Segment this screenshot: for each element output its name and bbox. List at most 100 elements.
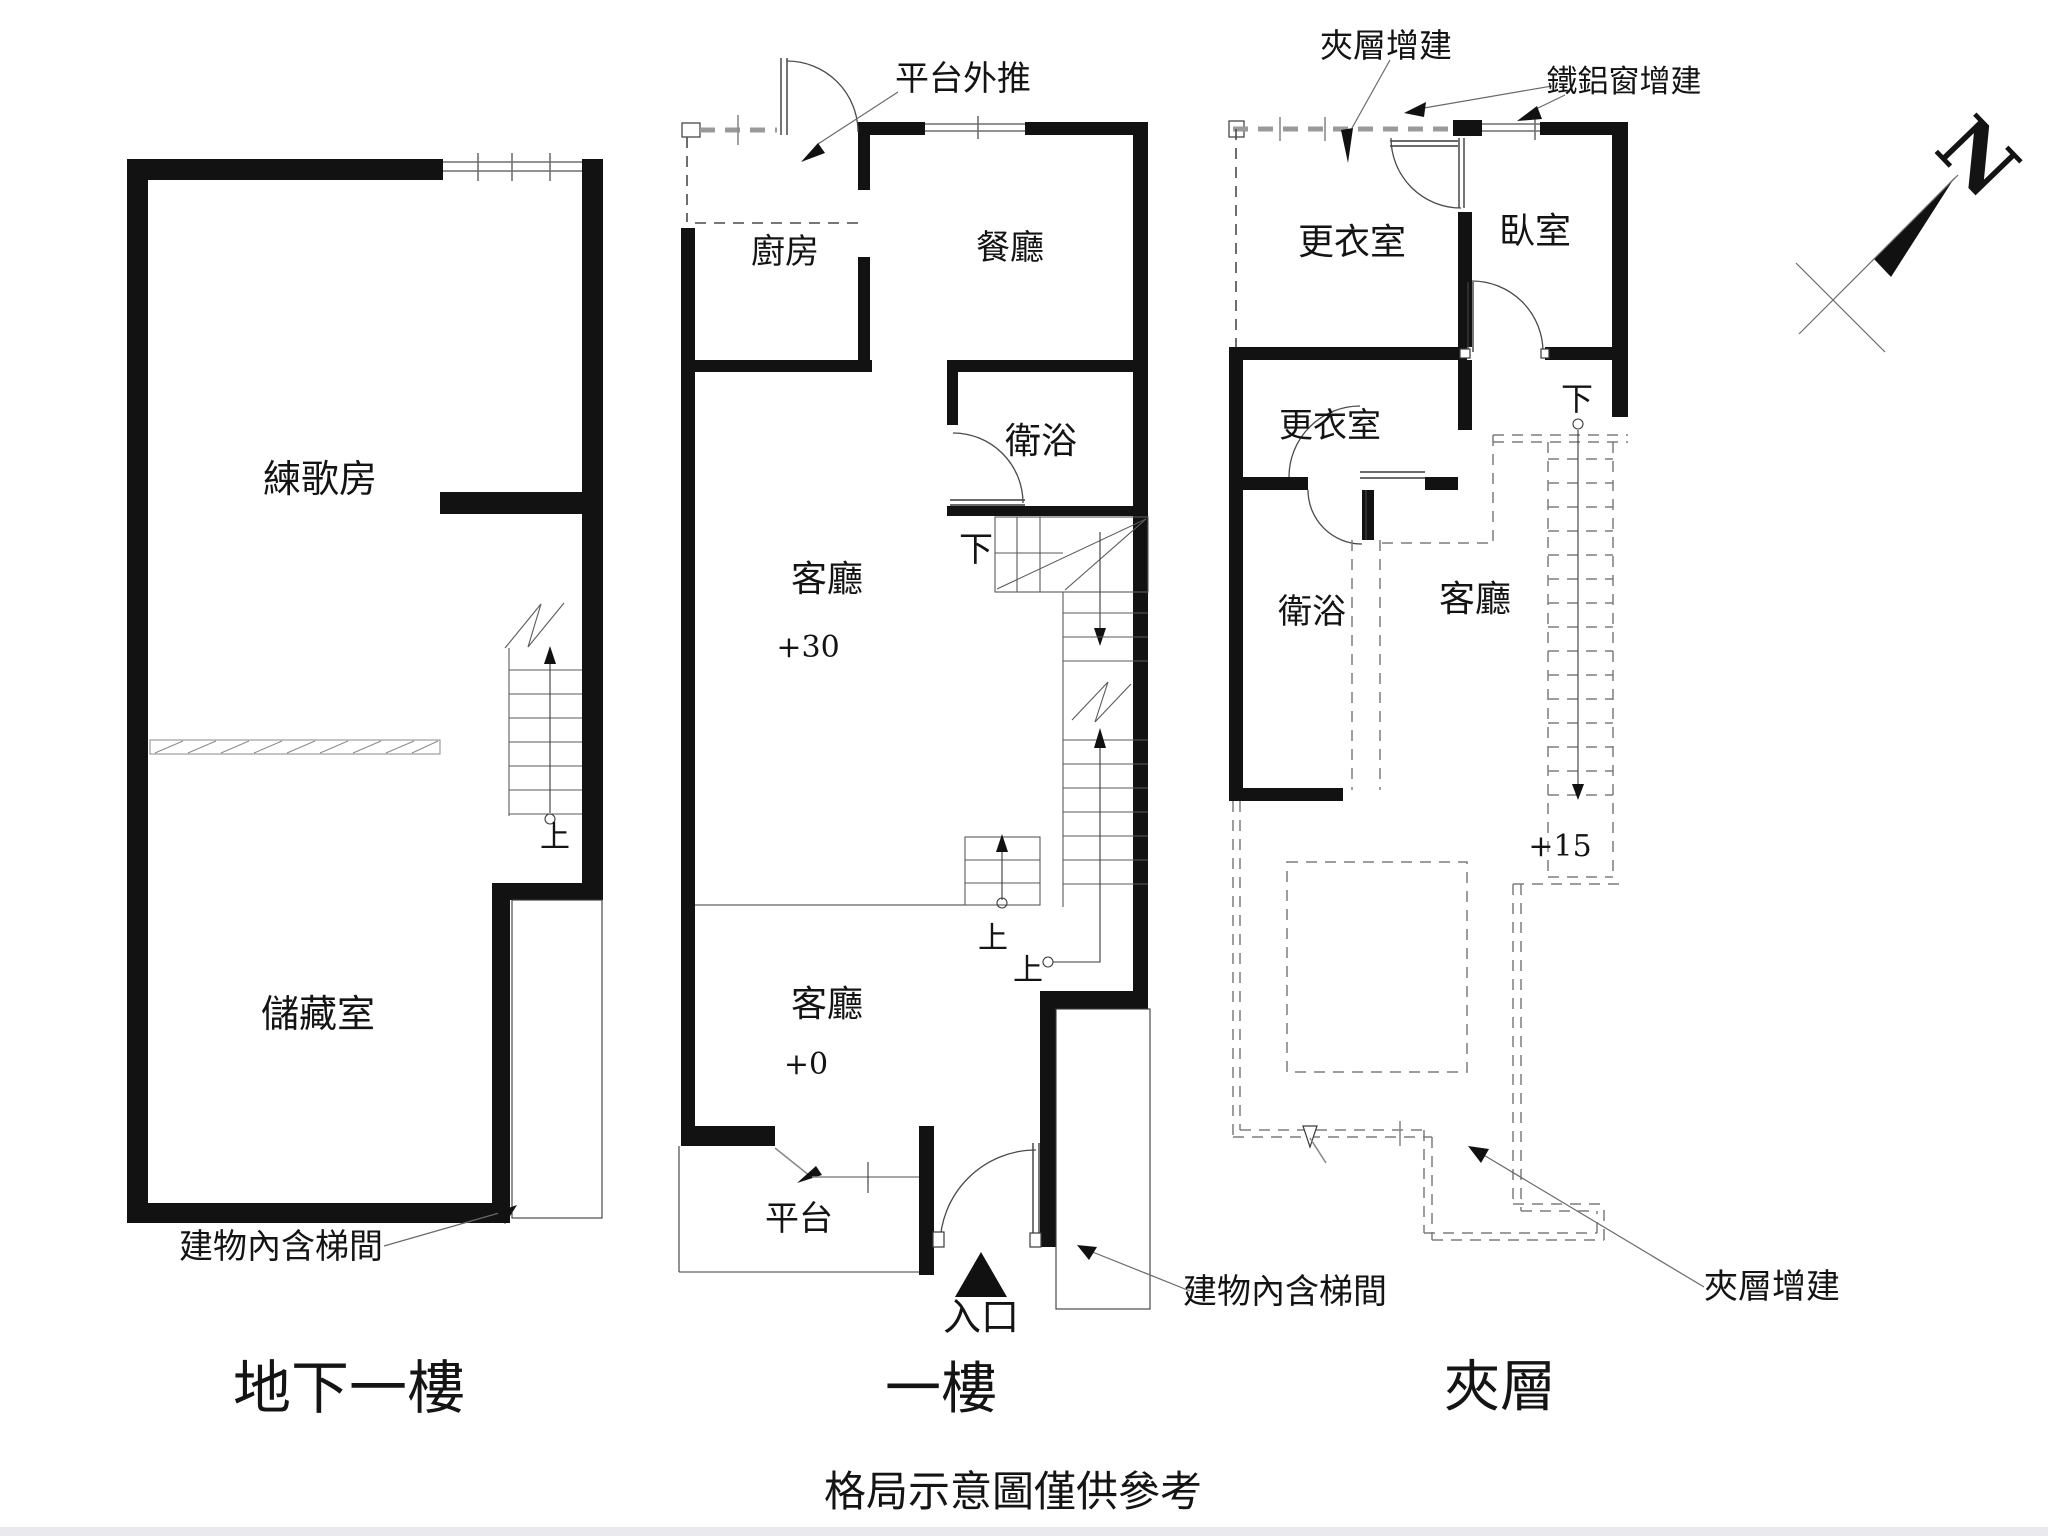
gate-arrow-icon <box>797 1166 822 1183</box>
leader-arrow-icon <box>1404 102 1426 117</box>
dressing-lower-door <box>1288 405 1425 479</box>
leader-arrow-icon <box>1468 1146 1489 1163</box>
room-label-living-lower: 客廳 <box>791 984 863 1025</box>
wall <box>127 159 148 1223</box>
annotation-label-windows: 鐵鋁窗增建 <box>1547 64 1702 100</box>
wall <box>681 360 872 372</box>
leader-arrow-icon <box>497 1205 517 1224</box>
wall <box>1545 347 1628 360</box>
gate-icon <box>1302 1125 1318 1149</box>
wall-divider <box>1458 212 1472 347</box>
stairs-down-dashed <box>1547 418 1614 878</box>
wall <box>127 1203 510 1223</box>
window <box>1482 116 1540 140</box>
annotation-stairwell <box>383 1205 517 1247</box>
page-bottom-strip <box>0 1527 2048 1536</box>
wall-bath <box>947 360 1148 372</box>
wall-divider <box>1458 360 1472 430</box>
wall <box>681 1126 775 1146</box>
wall <box>858 122 925 135</box>
room-label-platform: 平台 <box>765 1199 833 1239</box>
room-label-living-upper: 客廳 <box>791 559 863 600</box>
down-arrow-icon <box>1572 784 1584 800</box>
entry-platform <box>678 1146 919 1273</box>
wall <box>1612 122 1628 417</box>
void-opening-dashed <box>1286 861 1468 1073</box>
wall-kitchen-divider <box>858 129 870 190</box>
plan-title-basement: 地下一樓 <box>233 1354 465 1422</box>
up-arrow-icon <box>996 834 1008 852</box>
wall <box>1229 788 1343 801</box>
room-label-bath: 衛浴 <box>1005 421 1077 462</box>
wall <box>1229 347 1243 801</box>
up-arrow-icon <box>1094 728 1106 748</box>
wall <box>1540 122 1628 135</box>
room-label-dressing-lower: 更衣室 <box>1279 406 1381 446</box>
wall <box>1229 347 1467 360</box>
window <box>925 116 1025 139</box>
stairs-down <box>994 516 1149 646</box>
wall <box>582 159 603 900</box>
added-window-wall <box>1228 117 1453 347</box>
window <box>443 153 582 181</box>
wall-bath <box>947 506 1148 516</box>
mezzanine-slab-edges <box>1351 434 1628 790</box>
wall-kitchen-divider <box>858 257 870 372</box>
wall <box>919 1126 934 1275</box>
leader-arrow-icon <box>1077 1245 1097 1260</box>
stairs-first-steps <box>695 728 1106 968</box>
wall <box>1425 477 1458 490</box>
footer-note: 格局示意圖僅供參考 <box>824 1467 1202 1516</box>
entrance-arrow-icon <box>955 1252 1007 1297</box>
room-label-kitchen: 廚房 <box>751 232 819 272</box>
wall-partition <box>440 492 603 514</box>
stair-flight <box>1062 592 1148 907</box>
compass-needle <box>1874 177 1955 277</box>
stair-label-up-2: 上 <box>1013 953 1043 988</box>
entry-door <box>932 1143 1042 1248</box>
room-label-bath: 衛浴 <box>1278 592 1346 632</box>
wall <box>492 883 603 900</box>
wall-bath <box>947 372 958 425</box>
room-label-dressing-upper: 更衣室 <box>1298 222 1406 263</box>
stair-label-up-1: 上 <box>978 921 1008 956</box>
annotation-label-stairwell: 建物內含梯間 <box>179 1227 383 1267</box>
wall <box>681 228 695 1146</box>
plan-title-mezzanine: 夾層 <box>1444 1355 1556 1420</box>
leader-arrow-icon <box>1341 128 1353 163</box>
wall <box>1229 477 1308 490</box>
wall <box>1133 122 1148 991</box>
wall <box>1362 490 1374 540</box>
annotation-label-platform-pushout: 平台外推 <box>895 59 1031 99</box>
room-label-storage: 儲藏室 <box>261 992 375 1036</box>
room-label-karaoke: 練歌房 <box>263 457 377 501</box>
bedroom-door <box>1459 280 1550 359</box>
room-label-living: 客廳 <box>1439 579 1511 620</box>
mezzanine-plan: 夾層增建 鐵鋁窗增建 夾層增建 更衣室 臥室 更衣室 衛浴 客廳 +15 下 夾… <box>1228 26 1840 1420</box>
plan-title-first-floor: 一樓 <box>885 1357 997 1422</box>
wall <box>1040 1009 1056 1247</box>
annotation-windows <box>1404 85 1566 121</box>
level-label-upper: +30 <box>776 630 839 665</box>
leader-arrow-icon <box>801 143 825 162</box>
hatch-strip <box>149 739 441 755</box>
stair-label-down: 下 <box>1561 380 1593 418</box>
room-label-dining: 餐廳 <box>976 228 1044 268</box>
stairs-up <box>504 602 582 825</box>
added-mezzanine-outline <box>1232 801 1621 1241</box>
basement-plan: 上 練歌房 儲藏室 建物內含梯間 地下一樓 <box>127 153 603 1422</box>
wall-block <box>1453 120 1482 136</box>
annotation-mezzanine-bottom <box>1468 1146 1705 1288</box>
level-label-lower: +0 <box>784 1047 828 1082</box>
annotation-mezzanine-top <box>1341 59 1391 163</box>
stair-label-up: 上 <box>540 820 570 855</box>
north-compass-icon: N <box>1795 98 2037 353</box>
dressing-upper-door <box>1390 137 1465 209</box>
stair-label-down: 下 <box>959 530 993 570</box>
wall <box>1025 122 1148 135</box>
bathroom-door <box>950 432 1025 506</box>
level-label-mezzanine: +15 <box>1528 829 1591 864</box>
stairwell-shaft <box>511 899 603 1219</box>
